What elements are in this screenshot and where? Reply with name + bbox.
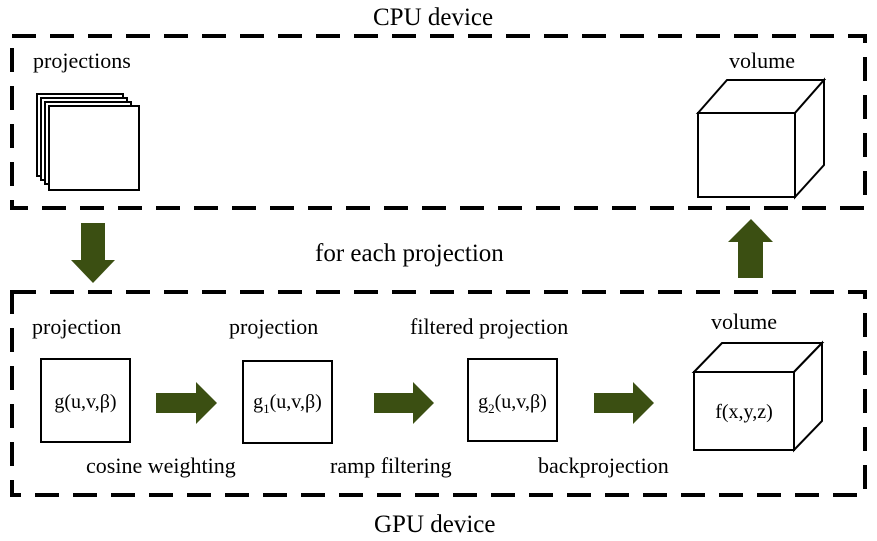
cpu-device-region <box>10 34 867 210</box>
box-text-g1-subscript: 1 <box>263 401 270 416</box>
box-text-g1-args: (u,v,β) <box>269 391 322 413</box>
box-text-f: f(x,y,z) <box>715 401 773 423</box>
right-arrow-icon <box>594 382 654 424</box>
box-text-g2-args: (u,v,β) <box>494 391 547 413</box>
cpu-device-title: CPU device <box>373 4 494 31</box>
stage-label-filtered-projection: filtered projection <box>410 314 569 339</box>
operation-ramp-filtering: ramp filtering <box>330 453 452 478</box>
projections-stack-icon <box>36 93 140 191</box>
box-text-g1-base: g <box>253 391 264 413</box>
stage-box-g2 <box>467 358 558 442</box>
box-text-g1: g1(u,v,β) <box>243 391 332 415</box>
projections-label: projections <box>33 48 131 73</box>
stage-box-g <box>40 358 131 443</box>
box-text-g2-subscript: 2 <box>488 401 495 416</box>
gpu-device-region <box>10 290 867 497</box>
box-text-g2: g2(u,v,β) <box>468 391 557 415</box>
stage-label-projection-weighted: projection <box>229 314 319 339</box>
stage-label-volume: volume <box>711 309 777 334</box>
cpu-volume-label: volume <box>729 48 795 73</box>
operation-backprojection: backprojection <box>538 453 669 478</box>
right-arrow-icon <box>374 382 434 424</box>
up-arrow-icon <box>728 219 773 278</box>
gpu-volume-cube-icon <box>691 340 825 453</box>
loop-label: for each projection <box>315 240 504 267</box>
gpu-device-title: GPU device <box>374 511 496 538</box>
box-text-g2-base: g <box>478 391 489 413</box>
stage-box-g1 <box>242 360 333 444</box>
right-arrow-icon <box>156 382 217 424</box>
stage-label-projection: projection <box>32 314 122 339</box>
operation-cosine-weighting: cosine weighting <box>86 453 236 478</box>
box-text-g: g(u,v,β) <box>54 391 117 413</box>
cpu-volume-cube-icon <box>695 77 827 200</box>
down-arrow-icon <box>71 223 115 283</box>
